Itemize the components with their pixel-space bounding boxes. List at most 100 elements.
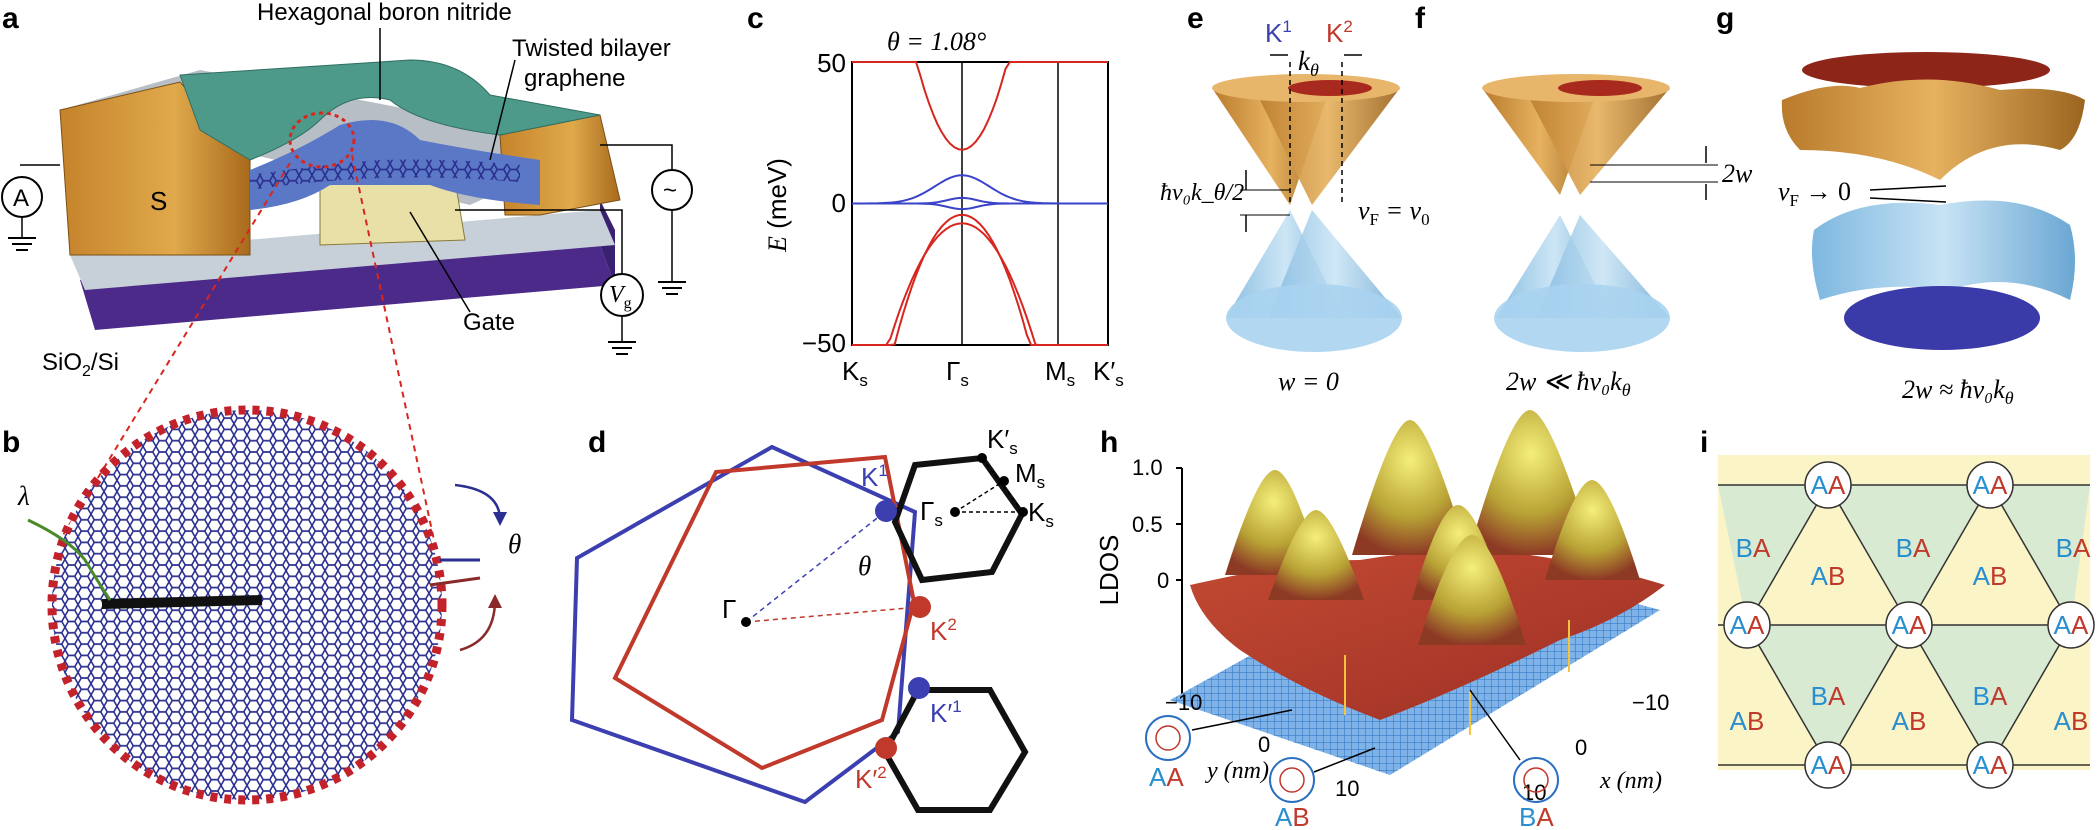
k2-label: K2 [930,615,957,646]
ab-inset-label: AB [1275,802,1310,830]
ba-inset: BA [1469,689,1559,830]
xtick-Ms: Ms [1045,356,1075,390]
region-label-6: BA [1973,681,2008,711]
substrate-label: SiO2/Si [42,349,119,380]
g-bottom-blue-bowl [1844,286,2040,350]
chart-title: θ = 1.08° [887,27,986,56]
aa-node-4 [2047,601,2095,649]
aa-inset-lattice [1145,715,1191,761]
aa-inset-lattice-2 [1155,725,1181,751]
gamma-point [741,617,751,627]
ac-source-label: ~ [663,177,677,204]
lattice-dline-7 [1989,624,2072,766]
y-tick-neg10: −10 [1165,690,1202,715]
g-vf-leader-2 [1869,197,1947,203]
panel-label-g: g [1716,2,1734,35]
aa-node-3 [1885,601,1933,649]
sio2-layer [70,210,615,290]
ksp-label: K′s [987,424,1018,458]
ldos-peak-7 [1418,535,1526,645]
region-label-1: BA [1896,533,1931,563]
top-hbn [179,59,601,161]
panel-label-h: h [1100,426,1118,459]
k1-point [875,500,897,522]
aa-node-5 [1804,741,1852,789]
ba-inset-leader [1469,689,1521,761]
panel-d: d Γ θ K1 K2 K′1 K′2 Γs Ks Ms K′s [569,424,1054,813]
lattice-dline-0 [1746,484,1829,626]
x-tick-neg10: −10 [1632,690,1669,715]
aa-node-label-5: AA [1811,750,1846,780]
ab-inset: AB [1269,747,1376,830]
ba-inset-lattice-2 [1523,767,1549,793]
source-label: S [150,186,167,216]
region-label-4: AB [1973,561,2008,591]
g-vf-label: vF → 0 [1778,177,1851,210]
ba-region-1 [1828,485,1990,625]
e-vf-label: vF = v0 [1358,196,1430,229]
panel-label-b: b [2,426,20,459]
f-lower-rim [1494,284,1670,352]
g-caption: 2w ≈ ħv₀kθ [1902,375,2014,408]
k2-point [909,596,931,618]
panel-c: c θ = 1.08° 50 0 −50 E (meV) Ks Γs Ms K′… [747,2,1124,390]
f-upper-red-cap [1558,80,1642,96]
region-label-0: BA [1736,533,1771,563]
bz-theta-label: θ [858,551,871,581]
kp2-point [875,737,897,759]
panel-g: g vF → 0 2w ≈ ħv₀kθ [1716,2,2085,408]
zoom-line-right [351,154,436,546]
ks-ksp-line [981,457,1024,513]
aa-inset-label: AA [1149,762,1184,792]
y-tick-0: 0 [1258,732,1270,757]
band-series-4 [852,213,1108,346]
ytick-neg50: −50 [802,328,846,358]
g-lower-band [1812,200,2075,300]
ab-inset-leader [1313,747,1376,773]
lambda-pointer [27,518,112,601]
z-tick-label-0: 0 [1157,568,1169,593]
y-axis-label: y (nm) [1205,758,1269,784]
k1-label: K1 [861,461,888,492]
lattice-dline-3 [1989,484,2072,626]
panel-label-a: a [2,2,19,35]
e-lower-rim [1226,284,1402,352]
gamma-s-label: Γs [920,496,943,530]
xtick-Gamma: Γs [946,356,969,390]
g-vf-leader-1 [1869,185,1947,191]
region-label-5: BA [1811,681,1846,711]
tbg-leader [489,59,516,161]
panel-label-d: d [588,426,606,459]
moire-period-bar [101,595,263,609]
ab-inset-lattice [1269,757,1315,803]
e-k1-label: K1 [1265,17,1292,48]
panel-label-f: f [1415,2,1426,35]
gamma-k2-line [745,606,921,623]
ba-inset-label: BA [1519,802,1554,830]
region-label-3: AB [1811,561,1846,591]
e-gap-label: ħv₀k_θ/2 [1160,180,1244,206]
band-lines [852,61,1108,346]
gamma-label: Γ [722,594,736,624]
ldos-peak-6 [1545,480,1640,580]
lattice-dline-5 [1827,624,1910,766]
gamma-k1-line [745,510,887,623]
ldos-peak-2 [1352,420,1468,555]
e-ktheta-label: kθ [1298,46,1319,80]
ba-region-4 [1909,625,2071,765]
g-top-red-bowl [1802,52,2050,88]
lattice-dline-2 [1908,484,1991,626]
ba-region-3 [1747,625,1909,765]
lattice-dline-4 [1746,624,1829,766]
z-tick-label-05: 0.5 [1132,512,1163,537]
panel-f: f 2w 2w ≪ ħv₀kθ [1415,2,1753,400]
region-label-8: AB [1892,706,1927,736]
aa-node-2 [1723,601,1771,649]
f-upper-cone-2 [1524,88,1670,195]
tbg-label-1: Twisted bilayer [512,35,671,62]
aa-node-label-4: AA [2054,610,2089,640]
vg-wire [455,209,623,275]
zoom-line-left [59,162,291,541]
